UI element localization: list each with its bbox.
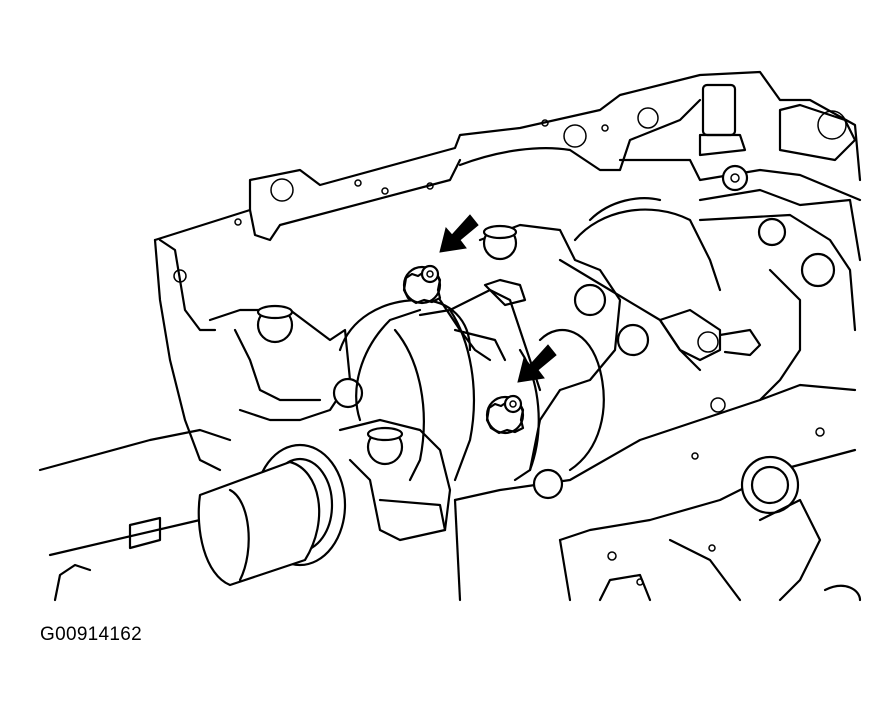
engine-crankshaft-illustration <box>38 70 862 602</box>
engine-block-lower-right <box>453 383 862 602</box>
engine-block-outline <box>153 70 862 472</box>
connecting-rod-center <box>438 278 542 392</box>
crank-web-left <box>208 304 364 422</box>
crankshaft-snout <box>38 428 347 602</box>
upper-connecting-rod-bolt <box>402 264 442 305</box>
upper-arrow-icon <box>439 214 479 253</box>
main-bearing-cap-center <box>478 197 722 482</box>
figure-id-label: G00914162 <box>40 624 143 645</box>
lower-connecting-rod-bolt <box>485 394 525 435</box>
cam-housing-detail <box>618 83 862 402</box>
main-bearing-cap-left <box>338 418 452 542</box>
lower-arrow-icon <box>517 344 557 383</box>
